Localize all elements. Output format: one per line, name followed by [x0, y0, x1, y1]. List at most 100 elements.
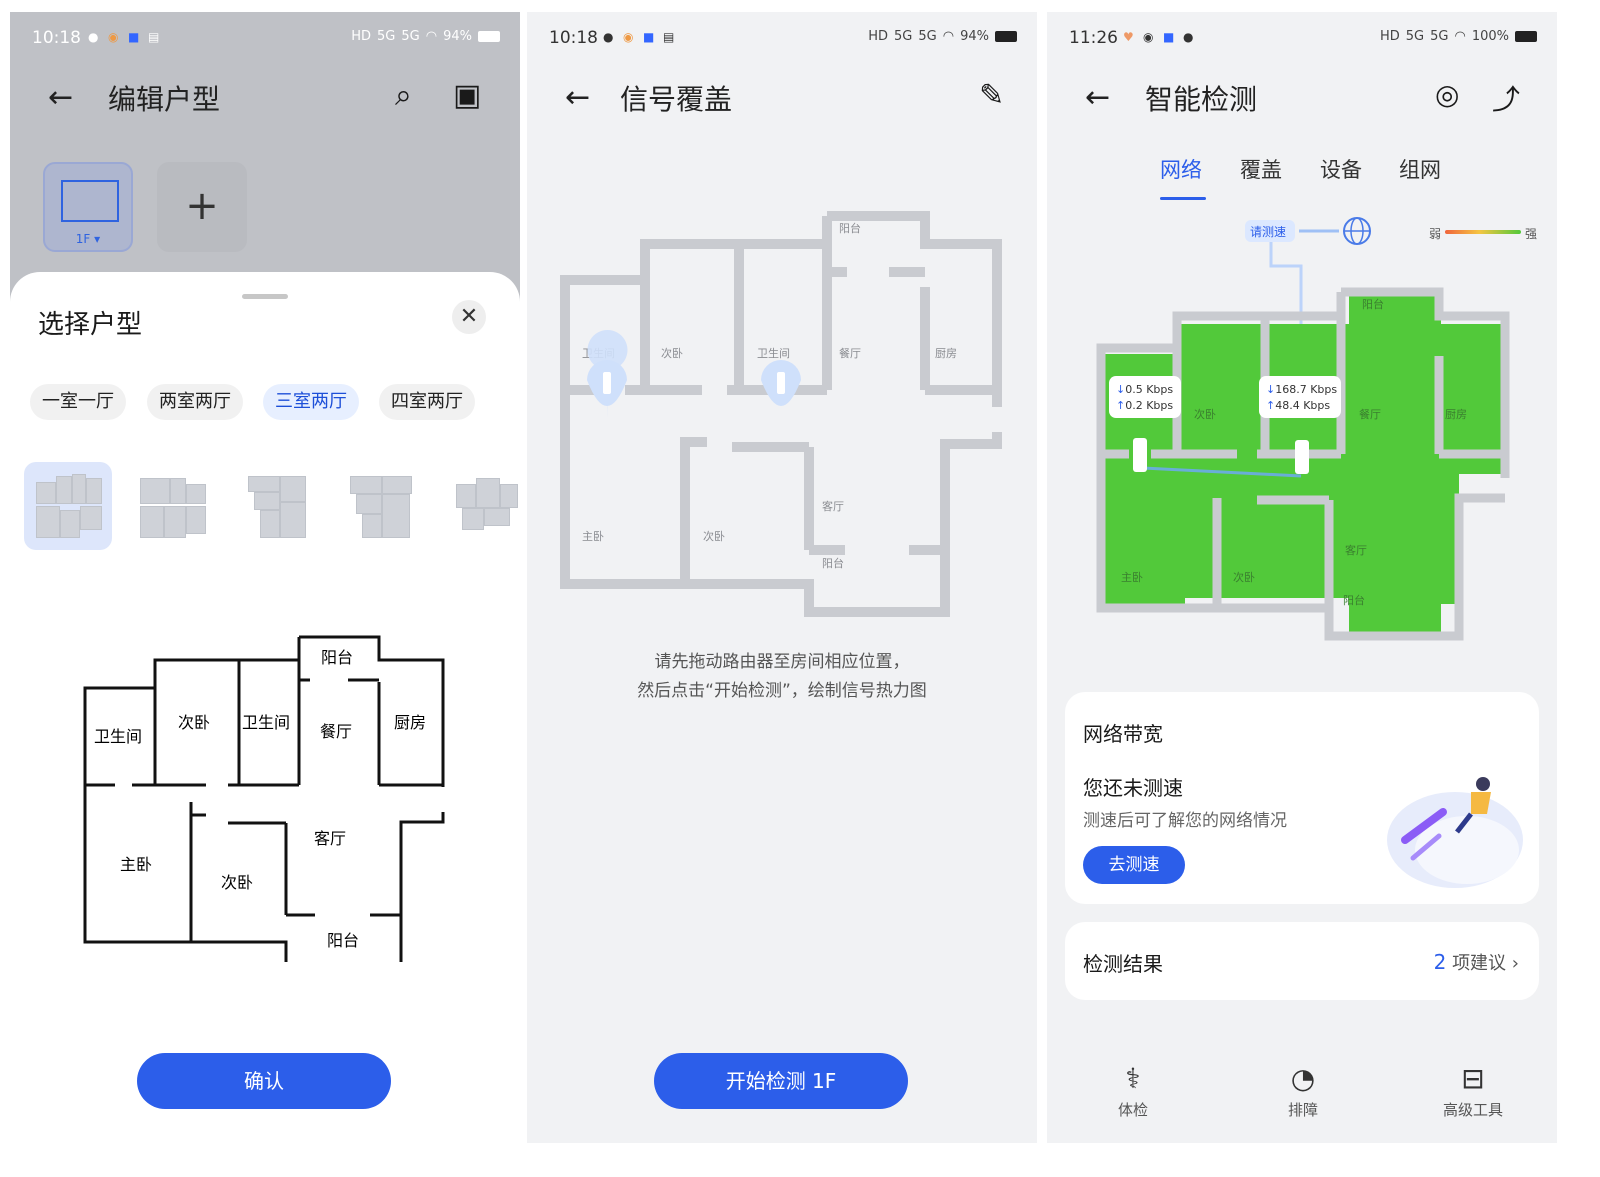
sheet-title: 选择户型 [38, 310, 143, 340]
tab-network[interactable]: 网络 [1160, 158, 1202, 182]
room-label-living: 客厅 [314, 829, 346, 848]
room-label-master: 主卧 [582, 530, 604, 543]
wifi-icon: ◠ [1454, 29, 1466, 44]
chip-3room[interactable]: 三室两厅 [263, 384, 359, 420]
status-bar: 10:18 ● ◉ ■ ▤ HD 5G 5G ◠ 94% [10, 12, 520, 68]
room-label-bedroom-2b: 次卧 [703, 529, 725, 543]
layout-thumb-1[interactable] [24, 462, 112, 550]
add-floor-button[interactable]: + [157, 162, 247, 252]
room-label-balcony-top: 阳台 [839, 221, 861, 235]
suggestion-suffix: 项建议 [1452, 953, 1507, 974]
signal-5g-1: 5G [1405, 29, 1425, 44]
nav-advanced-tools[interactable]: ⊟ 高级工具 [1413, 1062, 1533, 1120]
router-device-2[interactable] [1295, 440, 1309, 474]
router-marker-2[interactable] [761, 360, 801, 406]
tab-mesh[interactable]: 组网 [1399, 158, 1441, 182]
room-label-dining: 餐厅 [320, 722, 352, 741]
weibo-icon: ◉ [623, 30, 634, 44]
room-label-bathroom-1: 卫生间 [94, 727, 142, 746]
back-arrow-icon[interactable]: ← [565, 80, 591, 115]
start-detect-button[interactable]: 开始检测 1F [654, 1053, 908, 1109]
chevron-down-icon: ▾ [94, 232, 101, 246]
result-card[interactable]: 检测结果 2 项建议 › [1065, 922, 1539, 1000]
signal-5g-1: 5G [377, 29, 396, 44]
nav-checkup-label: 体检 [1117, 1101, 1148, 1119]
hd-badge: HD [1379, 29, 1400, 44]
heatmap-floor-plan: 请测速 弱 强 [1096, 217, 1537, 641]
alipay-icon: ■ [643, 30, 655, 44]
nav-troubleshoot[interactable]: ◔ 排障 [1243, 1062, 1363, 1120]
room-label-bedroom-2a: 次卧 [1194, 407, 1216, 421]
analytics-icon[interactable]: ◎ [1435, 78, 1460, 111]
result-title: 检测结果 [1083, 952, 1163, 976]
confirm-button[interactable]: 确认 [137, 1053, 391, 1109]
speedtest-button[interactable]: 去测速 [1083, 846, 1185, 884]
page-title: 编辑户型 [108, 83, 221, 116]
svg-text:↑48.4 Kbps: ↑48.4 Kbps [1266, 399, 1330, 412]
chip-2room[interactable]: 两室两厅 [147, 384, 243, 420]
signal-5g-1: 5G [894, 29, 913, 44]
back-arrow-icon[interactable]: ← [48, 80, 74, 115]
tab-indicator [1160, 197, 1206, 200]
battery-text: 100% [1471, 29, 1509, 44]
edit-icon[interactable]: ✎ [979, 78, 1005, 113]
close-icon[interactable]: ✕ [452, 300, 486, 334]
route-icon[interactable]: ⤴ [1492, 83, 1521, 116]
speedtest-badge[interactable]: 请测速 [1245, 220, 1295, 242]
legend-weak: 弱 [1429, 227, 1441, 241]
tab-coverage[interactable]: 覆盖 [1240, 158, 1282, 182]
nav-checkup[interactable]: ⚕ 体检 [1073, 1062, 1193, 1120]
wechat-icon: ● [88, 30, 99, 44]
wifi-icon: ◠ [425, 29, 438, 44]
room-label-dining: 餐厅 [839, 346, 861, 360]
sheet-handle[interactable] [242, 294, 288, 299]
battery-icon [1515, 31, 1537, 42]
router1-down: 0.5 Kbps [1125, 383, 1173, 396]
router2-down: 168.7 Kbps [1275, 383, 1337, 396]
router2-up: 48.4 Kbps [1275, 399, 1330, 412]
room-label-balcony-bottom: 阳台 [327, 931, 359, 950]
router-speed-card-1[interactable]: ↓0.5 Kbps ↑0.2 Kbps [1109, 376, 1181, 418]
search-icon[interactable]: ⌕ [395, 78, 412, 113]
room-label-balcony-bottom: 阳台 [1343, 593, 1365, 607]
signal-5g-2: 5G [1430, 29, 1449, 44]
floor-plan-preview: 阳台 卫生间 次卧 卫生间 餐厅 厨房 主卧 次卧 客厅 阳台 [83, 635, 445, 962]
room-label-bedroom-2b: 次卧 [1233, 570, 1255, 584]
room-label-master: 主卧 [120, 855, 152, 874]
hint-line-1: 请先拖动路由器至房间相应位置， [654, 652, 910, 672]
router-marker-1[interactable] [587, 330, 628, 418]
speedtest-badge-label: 请测速 [1250, 225, 1286, 239]
save-icon[interactable]: ▣ [453, 78, 482, 113]
room-label-kitchen: 厨房 [1445, 408, 1467, 421]
plus-icon: + [185, 183, 219, 229]
tab-devices[interactable]: 设备 [1320, 158, 1362, 182]
chip-1room[interactable]: 一室一厅 [30, 384, 126, 420]
wifi-icon: ◠ [942, 29, 955, 44]
hint-line-2: 然后点击“开始检测”，绘制信号热力图 [637, 681, 927, 701]
svg-text:↑0.2 Kbps: ↑0.2 Kbps [1116, 399, 1173, 412]
bandwidth-headline: 您还未测速 [1083, 776, 1183, 800]
speedtest-illustration [1387, 777, 1523, 888]
toolbox-icon: ⊟ [1461, 1062, 1485, 1095]
layout-thumb-3[interactable] [232, 462, 320, 550]
weibo-icon: ◉ [108, 30, 119, 44]
room-label-living: 客厅 [822, 499, 844, 513]
layout-thumb-2[interactable] [128, 462, 216, 550]
nav-advanced-tools-label: 高级工具 [1442, 1101, 1503, 1119]
router-speed-card-2[interactable]: ↓168.7 Kbps ↑48.4 Kbps [1259, 376, 1341, 418]
layout-thumb-5[interactable] [440, 462, 520, 550]
floor-label: 1F [75, 232, 91, 246]
back-arrow-icon[interactable]: ← [1085, 80, 1111, 115]
room-label-bedroom-2b: 次卧 [221, 873, 253, 892]
alipay-icon: ■ [128, 30, 140, 44]
bandwidth-card: 网络带宽 您还未测速 测速后可了解您的网络情况 去测速 [1065, 692, 1539, 904]
chip-4room[interactable]: 四室两厅 [379, 384, 475, 420]
signal-5g-2: 5G [918, 29, 937, 44]
layout-thumb-4[interactable] [336, 462, 424, 550]
page-title: 信号覆盖 [620, 83, 733, 116]
room-label-balcony-top: 阳台 [1362, 297, 1384, 311]
svg-text:↓168.7 Kbps: ↓168.7 Kbps [1266, 383, 1337, 396]
router-device-1[interactable] [1133, 438, 1147, 472]
floor-card-1f[interactable]: 1F ▾ [43, 162, 133, 252]
screen-edit-layout: 10:18 ● ◉ ■ ▤ HD 5G 5G ◠ 94% ← 编辑户型 ⌕ ▣ … [10, 12, 520, 1143]
